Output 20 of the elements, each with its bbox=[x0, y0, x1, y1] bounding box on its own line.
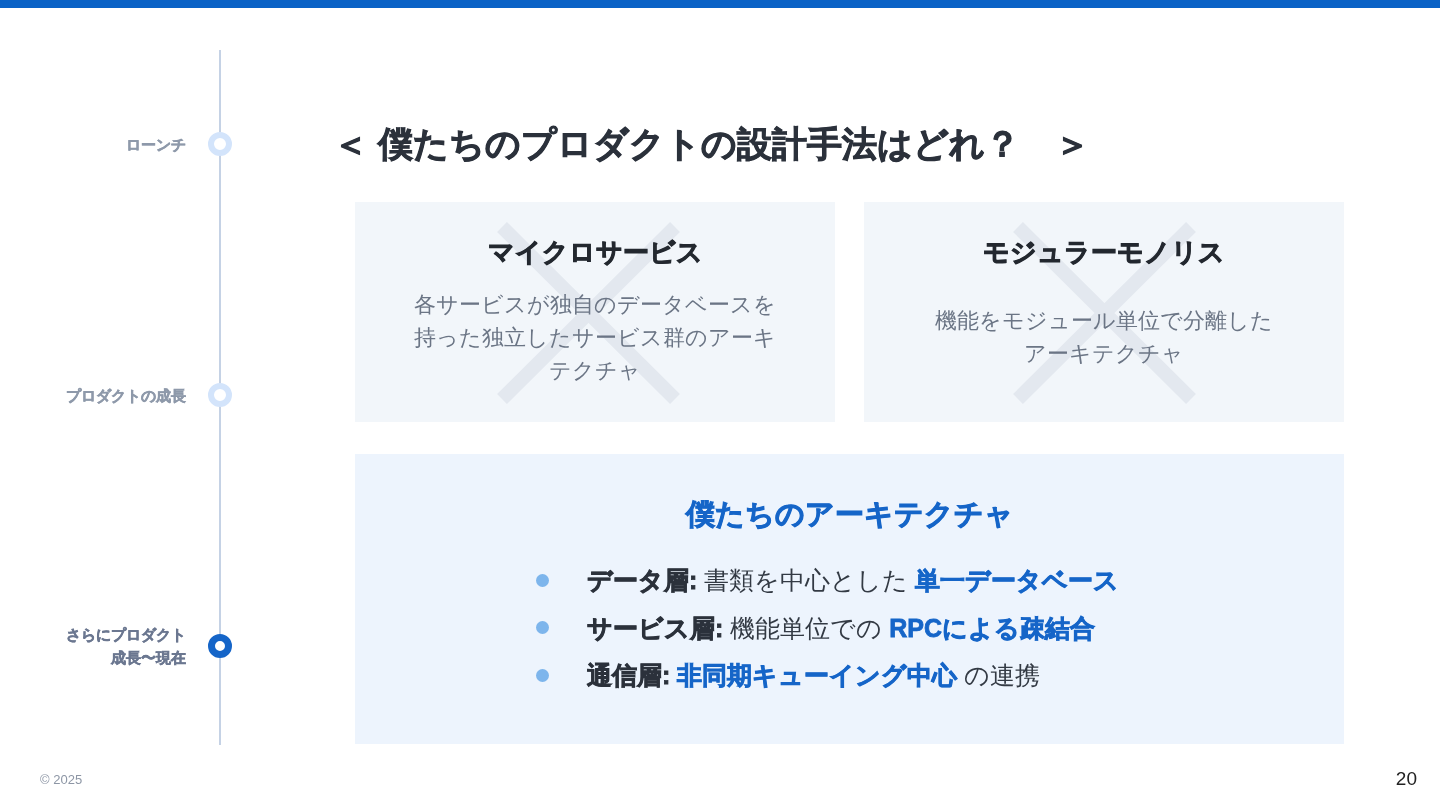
ring-icon bbox=[208, 634, 232, 658]
page-number: 20 bbox=[1395, 767, 1417, 791]
slide-title: ＜ 僕たちのプロダクトの設計手法はどれ？ ＞ bbox=[333, 123, 1090, 165]
card-text: 各サービスが独自のデータベースを持った独立したサービス群のアーキテクチャ bbox=[413, 290, 777, 385]
bullet-text: 通信層: 非同期キューイング中心 の連携 bbox=[587, 660, 1041, 691]
card-heading: モジュラーモノリス bbox=[982, 236, 1226, 269]
card-heading: マイクロサービス bbox=[486, 236, 704, 269]
bullet-text: サービス層: 機能単位での RPCによる疎結合 bbox=[587, 612, 1096, 644]
timeline-label: さらにプロダクト成長〜現在 bbox=[65, 625, 186, 668]
architecture-panel bbox=[355, 454, 1344, 744]
panel-heading: 僕たちのアーキテクチャ bbox=[684, 497, 1015, 532]
ring-icon bbox=[208, 383, 232, 407]
copyright-text: © 2025 bbox=[40, 772, 83, 788]
ring-icon bbox=[208, 132, 232, 156]
bullet-text: データ層: 書類を中心とした 単一データベース bbox=[587, 565, 1120, 596]
crossed-out-card bbox=[864, 202, 1344, 422]
card-text: 機能をモジュール単位で分離したアーキテクチャ bbox=[934, 307, 1274, 368]
timeline-label: プロダクトの成長 bbox=[65, 385, 186, 406]
crossed-out-card bbox=[355, 202, 835, 422]
timeline-label: ローンチ bbox=[125, 134, 186, 155]
